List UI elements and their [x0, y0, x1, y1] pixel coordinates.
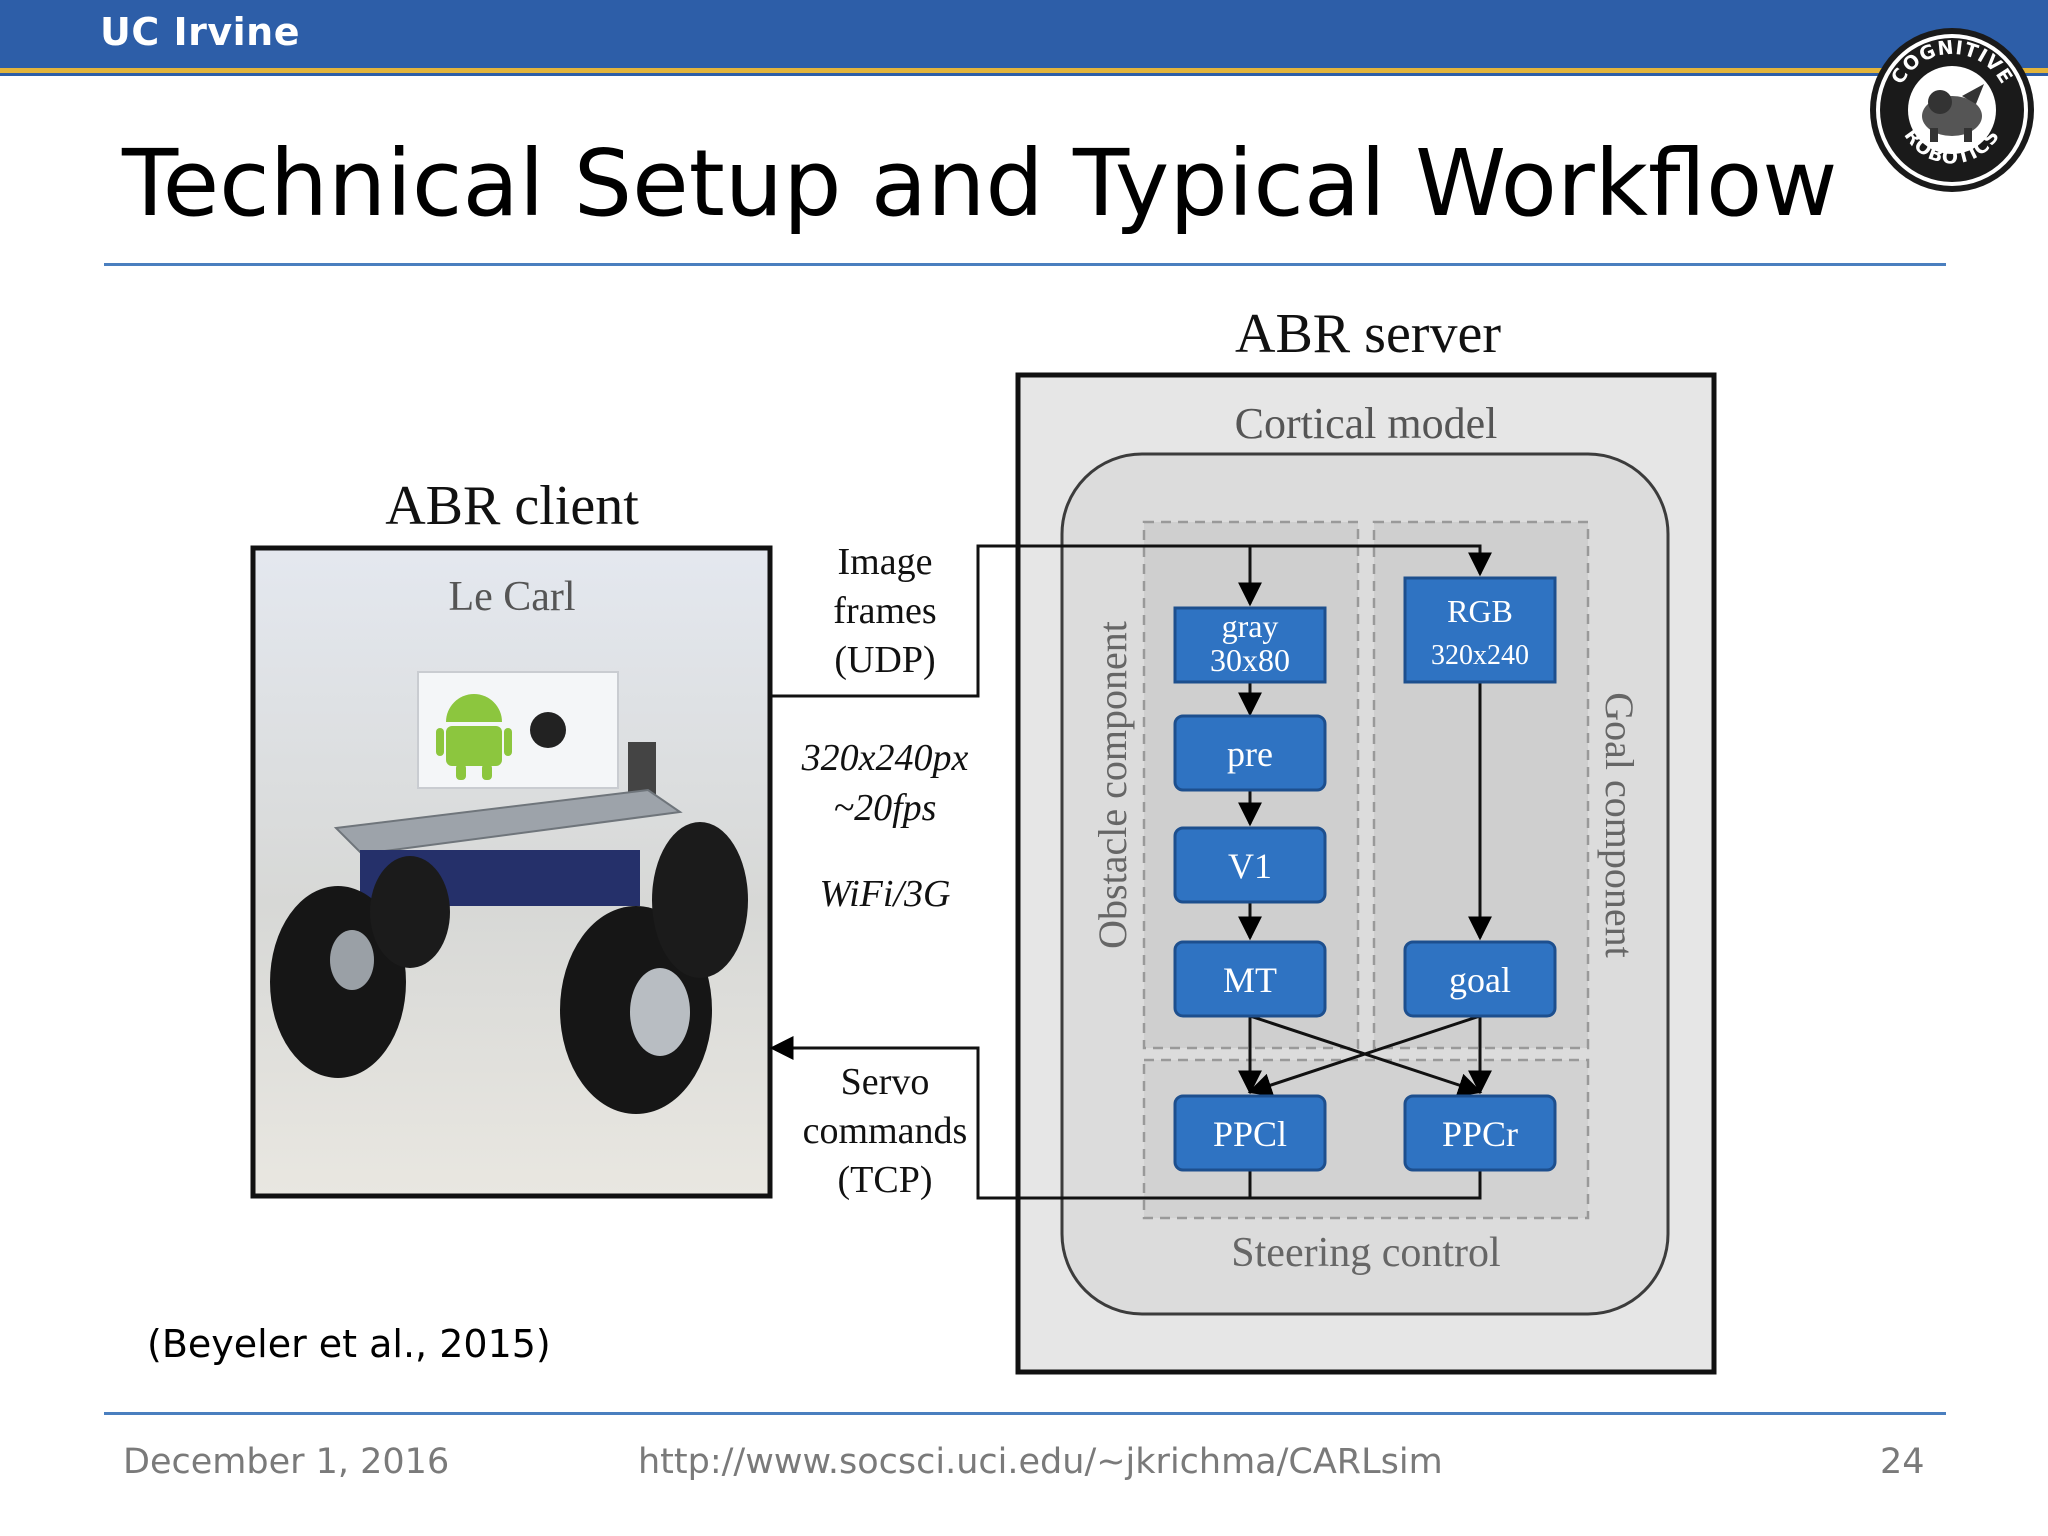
client-title: ABR client	[385, 475, 639, 537]
title-rule	[104, 263, 1946, 266]
page-number: 24	[1880, 1442, 1925, 1482]
obstacle-component-label: Obstacle component	[1090, 621, 1135, 949]
client-subtitle: Le Carl	[448, 574, 575, 620]
link-spec-resolution: 320x240px	[801, 737, 969, 779]
svg-text:PPCr: PPCr	[1442, 1114, 1518, 1154]
org-name: UC Irvine	[100, 10, 300, 54]
servo-commands-arrow	[769, 1036, 1250, 1200]
node-gray: gray 30x80	[1173, 606, 1327, 684]
svg-text:V1: V1	[1228, 846, 1272, 886]
chassis-plate	[333, 788, 683, 856]
steering-control-label: Steering control	[1231, 1230, 1500, 1276]
link-spec-network: WiFi/3G	[820, 873, 951, 915]
node-goal: goal	[1403, 940, 1557, 1018]
svg-text:MT: MT	[1223, 960, 1277, 1000]
header-underline	[0, 73, 2048, 76]
cortical-model-label: Cortical model	[1235, 399, 1498, 448]
arrow-goal-ppcl	[1247, 1014, 1481, 1097]
link-bottom-line1: Servo	[841, 1061, 930, 1103]
ppc-merge-line	[1248, 1170, 1482, 1200]
server-title: ABR server	[1235, 303, 1501, 365]
svg-text:RGB: RGB	[1447, 593, 1513, 629]
link-top-line2: frames	[833, 590, 936, 632]
svg-text:pre: pre	[1227, 734, 1273, 774]
svg-text:30x80: 30x80	[1210, 642, 1290, 678]
node-ppcl: PPCl	[1173, 1094, 1327, 1172]
node-mt: MT	[1173, 940, 1327, 1018]
node-rgb: RGB 320x240	[1403, 576, 1557, 684]
header-bar	[0, 0, 2048, 68]
node-v1: V1	[1173, 826, 1327, 904]
robot-mascot-icon	[1922, 84, 1984, 142]
svg-text:gray: gray	[1222, 608, 1279, 644]
link-spec-framerate: ~20fps	[834, 787, 937, 829]
svg-text:320x240: 320x240	[1431, 640, 1529, 671]
footer-url[interactable]: http://www.socsci.uci.edu/~jkrichma/CARL…	[638, 1442, 1443, 1482]
link-top-line1: Image	[838, 541, 933, 583]
wheel-rear-right	[652, 822, 748, 978]
camera-icon	[530, 712, 566, 748]
image-frames-arrow	[770, 544, 1492, 698]
link-bottom-line3: (TCP)	[838, 1159, 933, 1201]
android-icon	[436, 694, 512, 780]
svg-text:goal: goal	[1449, 960, 1511, 1000]
svg-text:PPCl: PPCl	[1213, 1114, 1287, 1154]
header-accent-stripe	[0, 68, 2048, 73]
cognitive-robotics-logo: COGNITIVE ROBOTICS	[1870, 28, 2034, 192]
footer-rule	[104, 1412, 1946, 1415]
link-top-line3: (UDP)	[834, 639, 935, 681]
citation: (Beyeler et al., 2015)	[147, 1322, 551, 1366]
node-ppcr: PPCr	[1403, 1094, 1557, 1172]
node-pre: pre	[1173, 714, 1327, 792]
footer-date: December 1, 2016	[123, 1442, 450, 1482]
link-bottom-line2: commands	[803, 1110, 968, 1152]
robot-photo	[250, 545, 773, 1199]
goal-component-label: Goal component	[1597, 692, 1642, 958]
wheel-rear-left	[370, 856, 450, 968]
slide-title: Technical Setup and Typical Workflow	[122, 130, 1838, 237]
